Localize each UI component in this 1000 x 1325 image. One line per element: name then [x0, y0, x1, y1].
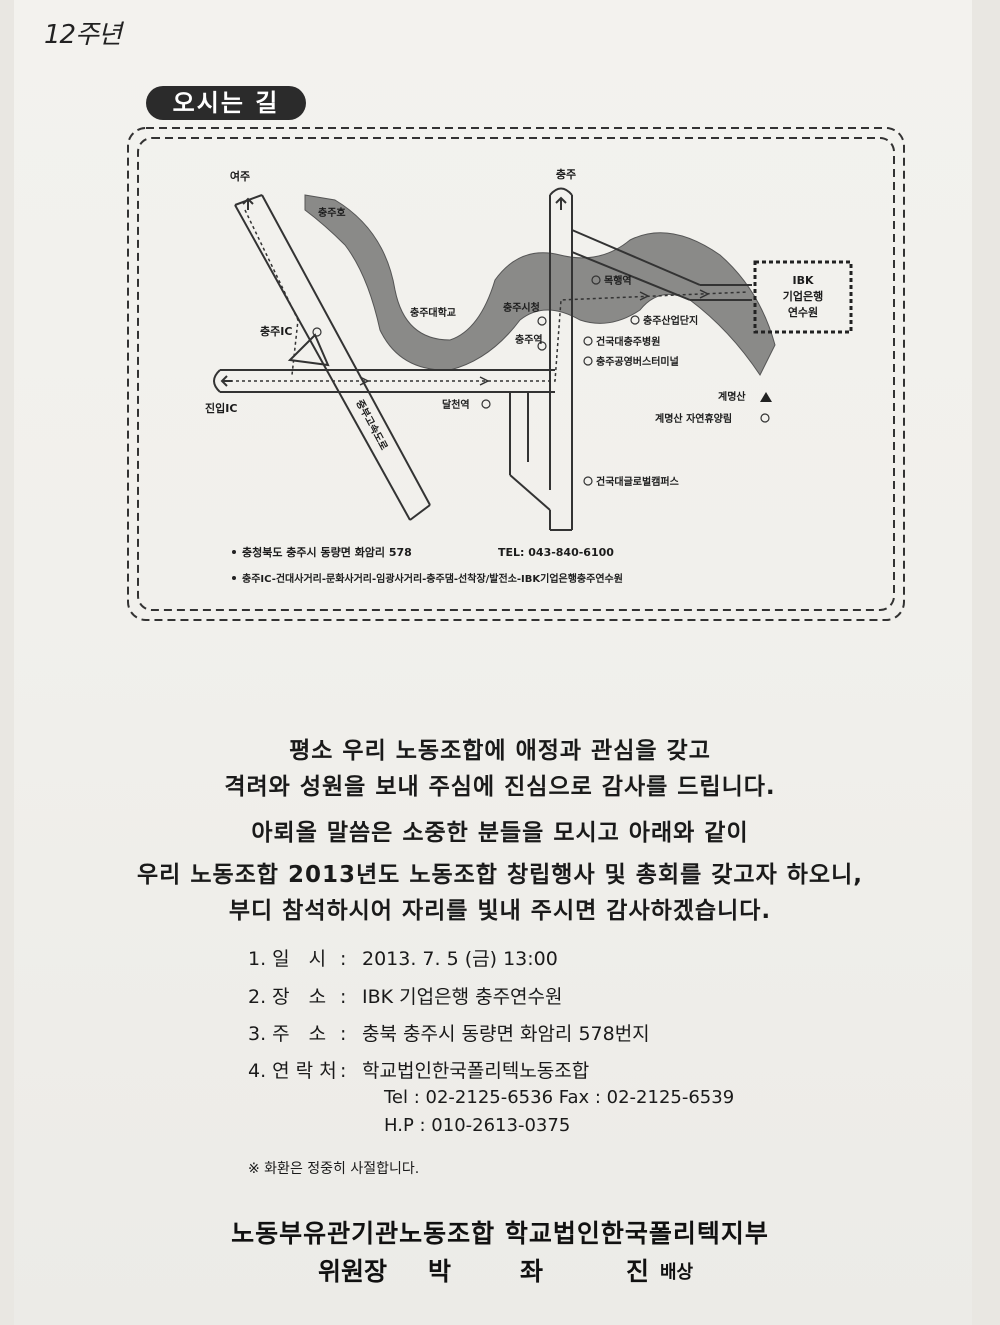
route-path	[230, 291, 749, 382]
jinip-arrow-icon	[220, 375, 232, 387]
signature-title: 위원장	[318, 1257, 388, 1286]
detail-date-label: 1. 일 시	[248, 948, 327, 970]
marker-chungju-ic	[312, 327, 322, 337]
directions-title-badge: 오시는 길	[146, 86, 306, 120]
expressway-edge-right	[261, 194, 431, 506]
invitation-paper	[14, 0, 972, 1325]
marker-city-hall	[537, 316, 547, 326]
detail-date-value: 2013. 7. 5 (금) 13:00	[362, 948, 558, 970]
label-chungju-univ: 충주대학교	[410, 306, 456, 319]
detail-venue-label: 2. 장 소	[248, 986, 327, 1008]
signature-name-2: 좌	[520, 1257, 544, 1286]
ibk-label-1: IBK	[792, 274, 813, 287]
directions-map: IBK 기업은행 연수원 여주 충주 충주호 충주IC 진입IC 충주대학교 충…	[127, 127, 905, 621]
marker-mokhaeng	[591, 275, 601, 285]
detail-address-label: 3. 주 소	[248, 1023, 327, 1045]
label-hospital: 건국대충주병원	[596, 335, 660, 348]
label-mokhaeng: 목행역	[604, 274, 632, 287]
label-jinip-ic: 진입IC	[205, 401, 237, 415]
detail-address-value: 충북 충주시 동량면 화암리 578번지	[362, 1023, 650, 1045]
label-dalcheon: 달천역	[442, 398, 470, 411]
map-address: 충청북도 충주시 동량면 화암리 578	[242, 545, 412, 559]
label-terminal: 충주공영버스터미널	[596, 355, 679, 368]
map-tel: TEL: 043-840-6100	[498, 546, 614, 559]
label-campus: 건국대글로벌캠퍼스	[596, 475, 679, 488]
message-line-2: 격려와 성원을 보내 주심에 진심으로 감사를 드립니다.	[224, 774, 776, 800]
message-line-4: 우리 노동조합 2013년도 노동조합 창립행사 및 총회를 갖고자 하오니,	[137, 862, 863, 888]
detail-venue: 2. 장 소:IBK 기업은행 충주연수원	[248, 982, 563, 1009]
map-route: 충주IC-건대사거리-문화사거리-임광사거리-충주댐-선착장/발전소-IBK기업…	[242, 572, 623, 585]
map-border-outer	[127, 127, 905, 621]
route-arrow-1	[479, 376, 490, 386]
signature-name-1: 박	[428, 1257, 452, 1286]
label-chungju-lake: 충주호	[318, 206, 346, 219]
branch-road-diagonal	[509, 474, 551, 511]
marker-dalcheon	[481, 399, 491, 409]
marker-campus	[583, 476, 593, 486]
handwritten-note: 12주년	[44, 20, 122, 50]
organization-name: 노동부유관기관노동조합 학교법인한국폴리텍지부	[231, 1219, 769, 1248]
signature-name-3: 진	[626, 1257, 650, 1286]
label-yeoju: 여주	[230, 169, 250, 183]
contact-hp: H.P : 010-2613-0375	[384, 1115, 571, 1136]
wreath-note: ※ 화환은 정중히 사절합니다.	[248, 1161, 420, 1177]
route-path-ic	[244, 209, 299, 376]
address-bullet	[232, 550, 236, 554]
mountain-icon	[760, 392, 772, 402]
label-gyemyeongsan: 계명산	[718, 390, 746, 403]
label-chungju-ic: 충주IC	[260, 324, 292, 338]
label-chungju: 충주	[556, 167, 576, 181]
label-industrial: 충주산업단지	[643, 314, 698, 327]
ibk-road-lower	[571, 251, 691, 301]
label-chungju-station: 충주역	[515, 333, 543, 346]
expressway-edge-left	[234, 204, 411, 521]
ibk-box	[753, 260, 853, 334]
detail-contact-value: 학교법인한국폴리텍노동조합	[362, 1060, 590, 1082]
river-band	[304, 194, 776, 376]
message-line-3: 아뢰올 말씀은 소중한 분들을 모시고 아래와 같이	[251, 820, 749, 846]
label-city-hall: 충주시청	[503, 301, 540, 314]
north-road-cap	[549, 187, 573, 196]
detail-date: 1. 일 시:2013. 7. 5 (금) 13:00	[248, 944, 558, 971]
contact-tel-fax: Tel : 02-2125-6536 Fax : 02-2125-6539	[384, 1087, 735, 1108]
yeoju-arrow-icon	[242, 197, 254, 210]
message-line-5: 부디 참석하시어 자리를 빛내 주시면 감사하겠습니다.	[228, 898, 772, 924]
detail-address: 3. 주 소:충북 충주시 동량면 화암리 578번지	[248, 1019, 650, 1046]
label-forest: 계명산 자연휴양림	[655, 412, 732, 425]
message-line-1: 평소 우리 노동조합에 애정과 관심을 갖고	[289, 738, 711, 764]
detail-venue-value: IBK 기업은행 충주연수원	[362, 986, 563, 1008]
place-markers	[312, 275, 770, 486]
expressway-bottom-cap	[409, 504, 431, 521]
route-arrow-3	[639, 291, 650, 301]
signature-closing: 배상	[660, 1262, 694, 1283]
detail-contact: 4. 연 락 처:학교법인한국폴리텍노동조합	[248, 1056, 589, 1083]
route-bullet	[232, 576, 236, 580]
label-expressway: 중부고속도로	[353, 398, 390, 452]
map-border-inner	[137, 137, 895, 611]
ibk-road-upper	[571, 229, 701, 286]
interchange-triangle	[287, 333, 330, 367]
route-arrow-2	[359, 376, 370, 386]
marker-industrial	[630, 315, 640, 325]
marker-forest	[760, 413, 770, 423]
ibk-label-2: 기업은행	[783, 289, 823, 303]
detail-contact-label: 4. 연 락 처	[248, 1060, 337, 1082]
chungju-arrow-icon	[555, 196, 567, 210]
marker-chungju-station	[537, 341, 547, 351]
main-road-end	[213, 369, 221, 393]
ibk-label-3: 연수원	[788, 305, 818, 319]
route-arrow-4	[699, 289, 710, 299]
marker-hospital	[583, 336, 593, 346]
marker-terminal	[583, 356, 593, 366]
